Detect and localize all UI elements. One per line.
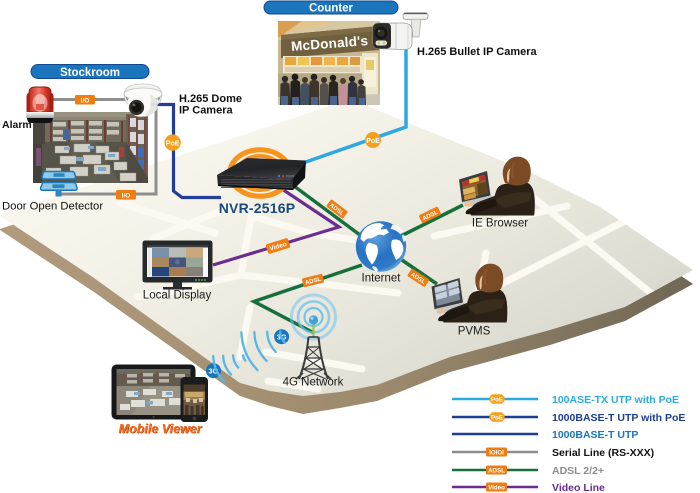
svg-text:Video: Video (488, 485, 505, 492)
svg-text:Local Display: Local Display (143, 290, 212, 302)
svg-text:IE Browser: IE Browser (472, 218, 528, 230)
svg-text:I/O: I/O (122, 192, 131, 199)
svg-text:PVMS: PVMS (458, 326, 491, 338)
svg-text:100ASE-TX UTP with PoE: 100ASE-TX UTP with PoE (552, 394, 679, 406)
svg-text:Video: Video (269, 241, 288, 253)
svg-text:Stockroom: Stockroom (60, 67, 120, 79)
svg-text:Mobile Viewer: Mobile Viewer (119, 422, 203, 436)
svg-text:PoE: PoE (491, 414, 503, 421)
svg-text:PoE: PoE (166, 140, 180, 147)
svg-text:3G: 3G (208, 367, 218, 376)
svg-text:ADSL: ADSL (305, 277, 323, 287)
svg-text:PoE: PoE (491, 396, 503, 403)
svg-text:H.265 Dome: H.265 Dome (179, 93, 242, 105)
svg-text:Counter: Counter (309, 3, 354, 15)
svg-text:Door Open Detector: Door Open Detector (2, 201, 103, 213)
svg-text:Alarm: Alarm (2, 119, 32, 131)
svg-text:ADSL: ADSL (488, 468, 505, 475)
svg-text:Mobile Viewer: Mobile Viewer (119, 423, 203, 437)
svg-text:1000BASE-T UTP: 1000BASE-T UTP (552, 429, 638, 441)
svg-text:I/O: I/O (81, 97, 90, 104)
svg-text:McDonald's: McDonald's (291, 33, 369, 54)
svg-text:IP Camera: IP Camera (179, 105, 233, 117)
svg-text:H.265 Bullet IP Camera: H.265 Bullet IP Camera (417, 46, 538, 58)
svg-text:NVR-2516P: NVR-2516P (219, 200, 296, 216)
svg-text:ADSL 2/2+: ADSL 2/2+ (552, 465, 604, 477)
svg-text:Serial Line (RS-XXX): Serial Line (RS-XXX) (552, 447, 654, 459)
svg-text:Video Line: Video Line (552, 482, 605, 493)
svg-text:1000BASE-T UTP with PoE: 1000BASE-T UTP with PoE (552, 412, 685, 424)
svg-text:PoE: PoE (366, 138, 380, 145)
svg-text:Internet: Internet (362, 273, 402, 285)
svg-text:IOIOI: IOIOI (489, 450, 504, 457)
svg-text:4G Network: 4G Network (283, 377, 344, 389)
